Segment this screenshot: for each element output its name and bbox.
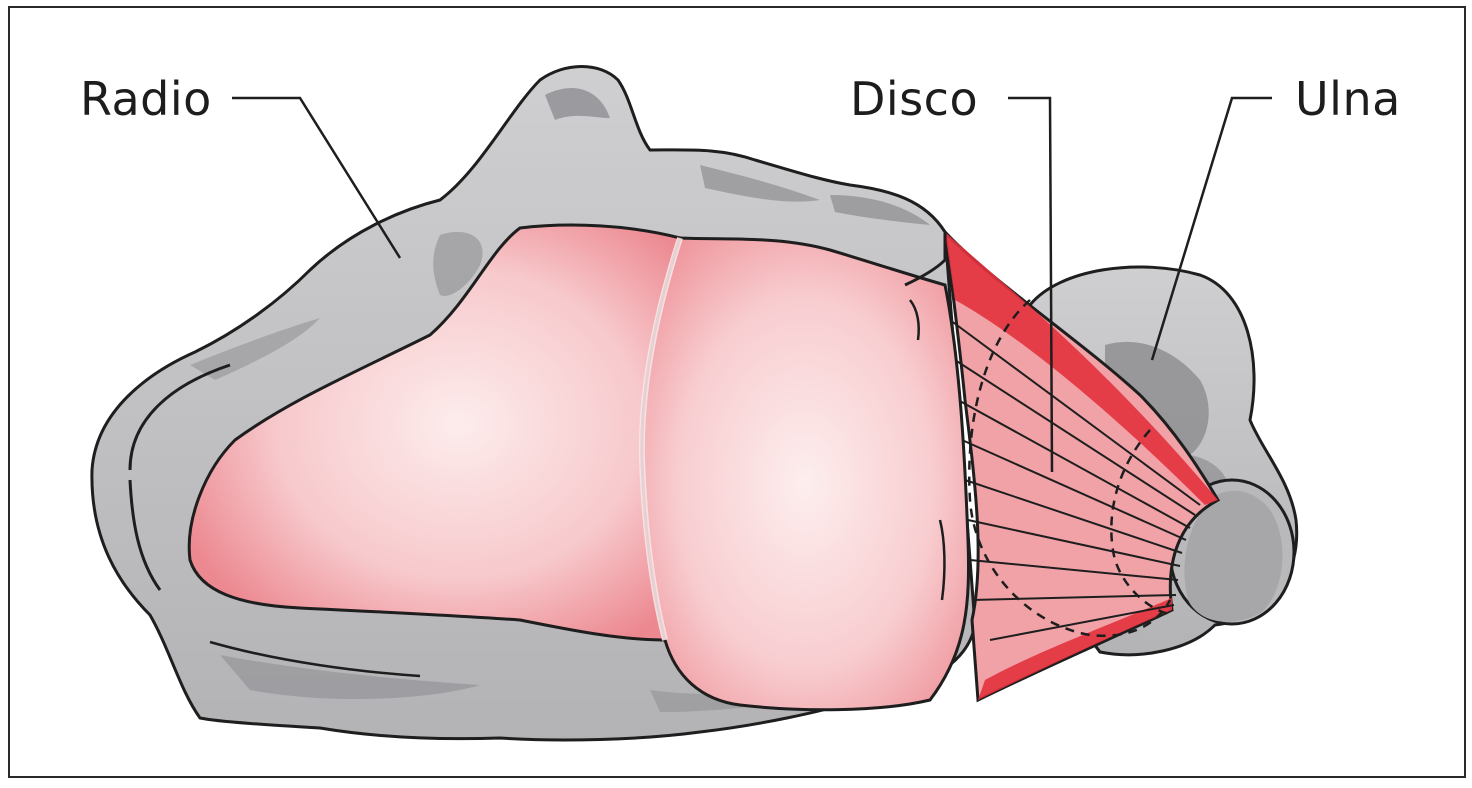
label-ulna: Ulna <box>1295 76 1401 122</box>
label-radius: Radio <box>80 76 212 122</box>
lunate-facet <box>642 238 969 710</box>
label-disc: Disco <box>850 76 978 122</box>
